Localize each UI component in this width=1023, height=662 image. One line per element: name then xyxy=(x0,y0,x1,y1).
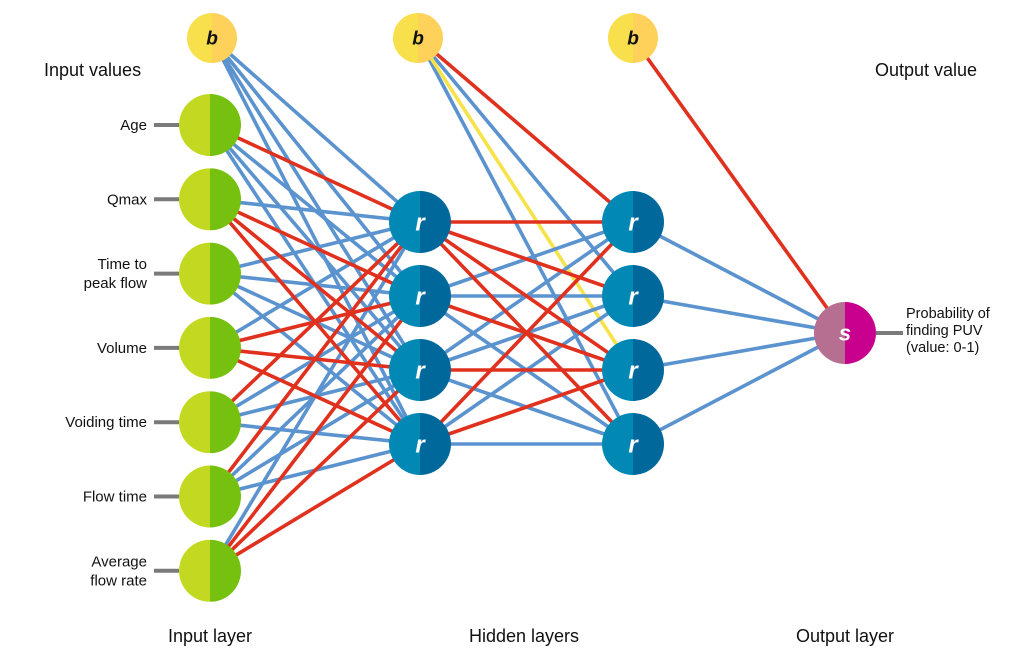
input-node-left-half xyxy=(179,391,210,454)
edge-input-h1 xyxy=(208,197,422,372)
hidden1-node: r xyxy=(389,413,451,475)
io-stubs-layer xyxy=(154,123,903,573)
edge-h1-h2 xyxy=(419,220,634,298)
input-label: Volume xyxy=(97,340,147,357)
input-node-right-half xyxy=(210,316,241,379)
output-label: finding PUV xyxy=(906,323,983,339)
input-node xyxy=(179,391,241,454)
hidden1-node: r xyxy=(389,265,451,327)
edge-bias1-h1 xyxy=(210,36,422,298)
bias-node-3-symbol: b xyxy=(627,29,639,50)
input-node-left-half xyxy=(179,316,210,379)
input-node xyxy=(179,539,241,602)
input-label: Age xyxy=(120,117,147,134)
edge-bias2-h2 xyxy=(416,36,635,298)
bias-node-1-symbol: b xyxy=(206,29,218,50)
input-label: Time to xyxy=(98,256,147,273)
input-node xyxy=(179,465,241,528)
hidden2-node-symbol: r xyxy=(628,209,639,236)
output-node: s xyxy=(814,302,876,364)
input-node xyxy=(179,242,241,305)
input-node-left-half xyxy=(179,94,210,156)
labels-layer: Input values Output value Input layer Hi… xyxy=(44,60,991,646)
edge-input-h1 xyxy=(208,294,422,572)
input-node-left-half xyxy=(179,242,210,305)
edge-input-h1 xyxy=(208,220,422,424)
input-node xyxy=(179,316,241,379)
input-node-right-half xyxy=(210,391,241,454)
edge-bias2-h2 xyxy=(416,36,635,224)
input-label: peak flow xyxy=(84,275,148,292)
output-label: (value: 0-1) xyxy=(906,340,979,356)
input-node xyxy=(179,94,241,156)
input-label: Qmax xyxy=(107,191,148,208)
input-node-left-half xyxy=(179,465,210,528)
hidden2-node: r xyxy=(602,191,664,253)
edge-bias3-output xyxy=(631,36,847,335)
input-node xyxy=(179,168,241,231)
bias-node-2-symbol: b xyxy=(412,29,424,50)
edge-input-h1 xyxy=(209,346,421,446)
hidden2-node-symbol: r xyxy=(628,357,639,384)
edge-bias2-h2 xyxy=(416,37,635,445)
edge-bias1-h1 xyxy=(210,37,422,445)
heading-input-values: Input values xyxy=(44,60,141,80)
hidden1-node-symbol: r xyxy=(415,283,426,310)
input-label: flow rate xyxy=(90,572,147,589)
input-node-right-half xyxy=(210,465,241,528)
edge-input-h1 xyxy=(209,197,421,298)
edge-h2-output xyxy=(632,331,846,446)
edge-h1-h2 xyxy=(418,220,635,446)
hidden2-node-symbol: r xyxy=(628,431,639,458)
hidden2-node: r xyxy=(602,339,664,401)
edge-input-h1 xyxy=(209,442,421,573)
hidden1-node-symbol: r xyxy=(415,209,426,236)
heading-output-value: Output value xyxy=(875,60,977,80)
heading-output-layer: Output layer xyxy=(796,626,894,646)
edge-h2-output xyxy=(632,331,846,372)
connections-layer xyxy=(208,36,847,573)
edge-input-h1 xyxy=(209,197,421,224)
input-label: Flow time xyxy=(83,489,147,506)
input-node-left-half xyxy=(179,539,210,602)
edge-input-h1 xyxy=(208,220,422,498)
hidden2-node: r xyxy=(602,265,664,327)
edge-input-h1 xyxy=(208,368,422,573)
input-node-right-half xyxy=(210,539,241,602)
edge-h2-output xyxy=(632,220,846,335)
hidden1-node-symbol: r xyxy=(415,357,426,384)
edge-bias2-h2 xyxy=(416,37,635,371)
input-node-left-half xyxy=(179,168,210,231)
edge-h1-h2 xyxy=(419,368,634,446)
bias-node-2: b xyxy=(393,13,443,63)
output-node-symbol: s xyxy=(839,321,851,346)
edge-h1-h2 xyxy=(418,220,635,372)
input-label: Voiding time xyxy=(65,414,147,431)
edge-input-h1 xyxy=(209,123,421,224)
edge-bias1-h1 xyxy=(210,37,422,371)
hidden1-node-symbol: r xyxy=(415,431,426,458)
edge-bias1-h1 xyxy=(210,36,422,224)
heading-input-layer: Input layer xyxy=(168,626,252,646)
bias-node-3: b xyxy=(608,13,658,63)
hidden1-node: r xyxy=(389,191,451,253)
hidden2-node: r xyxy=(602,413,664,475)
edge-h2-output xyxy=(632,294,846,335)
bias-node-1: b xyxy=(187,13,237,63)
heading-hidden-layers: Hidden layers xyxy=(469,626,579,646)
hidden2-node-symbol: r xyxy=(628,283,639,310)
hidden1-node: r xyxy=(389,339,451,401)
output-label: Probability of xyxy=(906,306,991,322)
input-label: Average xyxy=(91,553,147,570)
